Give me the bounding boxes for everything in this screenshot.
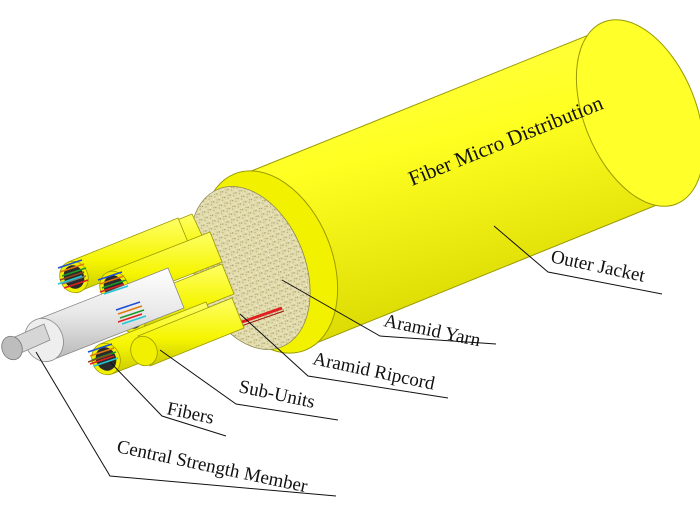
fiber-bundle — [87, 343, 119, 367]
fiber-bundle — [57, 259, 89, 289]
outer-jacket-label: Outer Jacket — [549, 246, 647, 287]
central-strength-member-leader — [35, 351, 337, 497]
aramid-ripcord-label: Aramid Ripcord — [311, 348, 437, 394]
fibers-leader — [109, 361, 227, 437]
leader-lines — [35, 225, 663, 497]
central-strength-member — [1, 267, 185, 363]
outer-jacket-leader — [493, 225, 663, 295]
fibers — [57, 259, 147, 367]
fibers-label: Fibers — [165, 398, 216, 428]
sub-units-label: Sub-Units — [237, 376, 317, 413]
central-strength-member-label: Central Strength Member — [115, 436, 310, 497]
aramid-ripcord-leader — [239, 313, 449, 399]
aramid-yarn-leader — [281, 279, 497, 345]
fiber-bundle — [115, 301, 147, 325]
fiber-bundle — [97, 271, 129, 295]
sub-units-leader — [159, 349, 339, 421]
aramid-yarn-label: Aramid Yarn — [382, 310, 483, 351]
sub-unit-tube — [130, 297, 245, 367]
